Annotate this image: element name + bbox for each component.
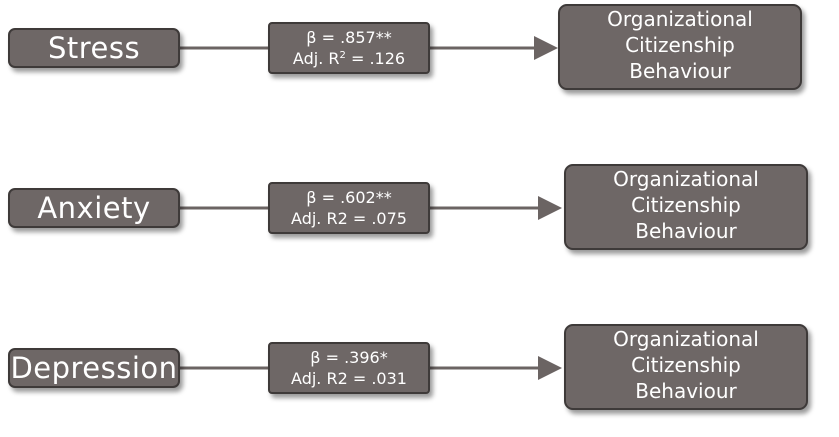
predictor-box-stress: Stress — [8, 28, 180, 68]
outcome-line-1: Organizational — [613, 167, 759, 191]
predictor-box-anxiety: Anxiety — [8, 188, 180, 228]
outcome-line-1: Organizational — [613, 327, 759, 351]
stats-box-anxiety: β = .602** Adj. R2 = .075 — [268, 182, 430, 234]
adj-r2-value: Adj. R2 = .075 — [291, 208, 407, 229]
adj-r2-suffix: = .126 — [345, 49, 406, 68]
adj-r2-prefix: Adj. R2 = .075 — [291, 209, 407, 228]
predictor-label: Anxiety — [37, 191, 151, 225]
predictor-box-depression: Depression — [8, 348, 180, 388]
depression-arrowhead — [538, 356, 562, 380]
anxiety-arrowhead — [538, 196, 562, 220]
outcome-line-2: Citizenship — [625, 33, 735, 57]
beta-value: β = .857** — [306, 28, 392, 47]
adj-r2-prefix: Adj. R2 = .031 — [291, 369, 407, 388]
outcome-line-3: Behaviour — [635, 219, 737, 243]
stats-box-depression: β = .396* Adj. R2 = .031 — [268, 342, 430, 394]
stats-box-stress: β = .857** Adj. R2 = .126 — [268, 22, 430, 74]
predictor-label: Stress — [47, 31, 141, 65]
beta-value: β = .396* — [310, 348, 388, 367]
outcome-line-2: Citizenship — [631, 193, 741, 217]
predictor-label: Depression — [10, 351, 178, 385]
adj-r2-superscript: 2 — [339, 50, 346, 61]
outcome-line-3: Behaviour — [629, 59, 731, 83]
adj-r2-value: Adj. R2 = .126 — [293, 48, 405, 69]
adj-r2-value: Adj. R2 = .031 — [291, 368, 407, 389]
outcome-line-2: Citizenship — [631, 353, 741, 377]
outcome-box-stress: Organizational Citizenship Behaviour — [558, 4, 802, 90]
outcome-line-3: Behaviour — [635, 379, 737, 403]
adj-r2-prefix: Adj. R — [292, 49, 340, 68]
outcome-line-1: Organizational — [607, 7, 753, 31]
outcome-box-depression: Organizational Citizenship Behaviour — [564, 324, 808, 410]
stress-arrowhead — [534, 36, 558, 60]
beta-value: β = .602** — [306, 188, 392, 207]
outcome-box-anxiety: Organizational Citizenship Behaviour — [564, 164, 808, 250]
